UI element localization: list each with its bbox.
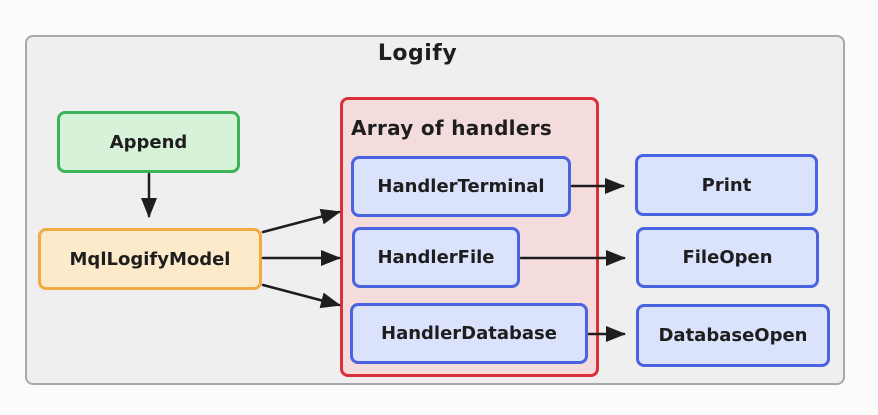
handler-file-node: HandlerFile bbox=[352, 227, 520, 288]
print-node: Print bbox=[635, 154, 818, 216]
database-open-node: DatabaseOpen bbox=[636, 304, 830, 367]
append-node: Append bbox=[57, 111, 240, 173]
mqllogifymodel-node: MqlLogifyModel bbox=[38, 228, 262, 290]
handler-database-node: HandlerDatabase bbox=[350, 303, 588, 364]
diagram-title: Logify bbox=[377, 41, 458, 66]
handlers-array-label: Array of handlers bbox=[351, 116, 553, 140]
handler-terminal-node: HandlerTerminal bbox=[351, 156, 571, 217]
file-open-node: FileOpen bbox=[636, 227, 819, 288]
